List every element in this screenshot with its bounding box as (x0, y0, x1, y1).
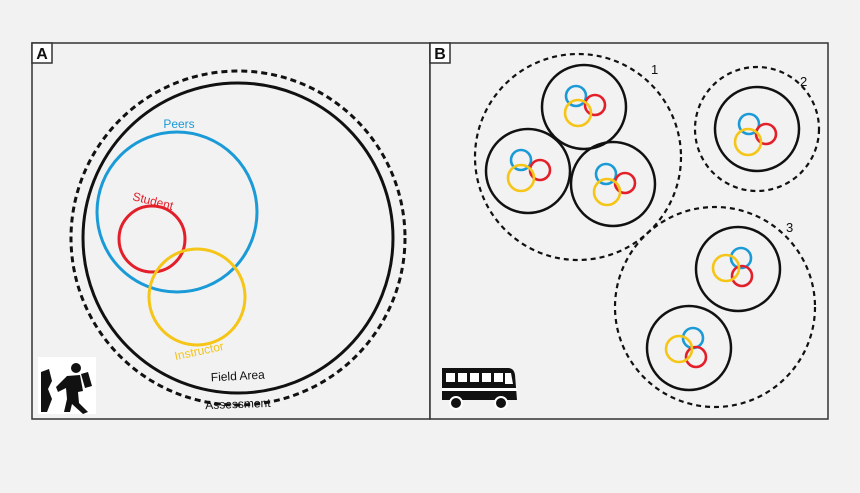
instructor-circle (733, 127, 763, 157)
peers-circle (594, 162, 618, 186)
panel-b-frame (429, 42, 829, 420)
field-area-circle (81, 81, 395, 395)
field-area-circle (484, 127, 572, 215)
panel-b-label: B (434, 46, 446, 63)
group-3-boundary (613, 205, 817, 409)
field-area-circle (540, 63, 628, 151)
instructor-circle (664, 334, 694, 364)
assessment-label: Assessment (205, 396, 271, 412)
instructor-circle (592, 177, 622, 207)
group-2-boundary (693, 65, 821, 193)
peers-circle (509, 148, 533, 172)
peers-label: Peers (163, 117, 194, 131)
panel-a-label-box (31, 42, 53, 64)
field-area-circle (713, 85, 801, 173)
instructor-circle (563, 98, 593, 128)
instructor-circle (711, 253, 741, 283)
instructor-circle (506, 163, 536, 193)
student-circle (754, 122, 778, 146)
assessment-circle (69, 69, 407, 407)
field-area-circle (569, 140, 657, 228)
panel-b: B 1 2 3 (429, 42, 829, 420)
field-area-circle (694, 225, 782, 313)
student-circle (684, 345, 708, 369)
peers-circle (564, 84, 588, 108)
panel-b-label-box (429, 42, 451, 64)
student-circle (730, 264, 754, 288)
student-circle (583, 93, 607, 117)
field-area-circle (645, 304, 733, 392)
peers-circle (729, 246, 753, 270)
student-circle (117, 204, 187, 274)
peers-circle (95, 130, 259, 294)
panel-a-label: A (36, 46, 48, 63)
climber-icon (38, 357, 96, 414)
group-3-number: 3 (786, 220, 793, 235)
bus-icon (442, 368, 517, 410)
panel-a: A Peers Student Instructor Field Area As… (31, 42, 431, 420)
instructor-circle (147, 247, 247, 347)
group-2-number: 2 (800, 74, 807, 89)
peers-circle (737, 112, 761, 136)
group-1-boundary (473, 52, 683, 262)
field-area-label: Field Area (210, 368, 265, 385)
group-1-number: 1 (651, 62, 658, 77)
